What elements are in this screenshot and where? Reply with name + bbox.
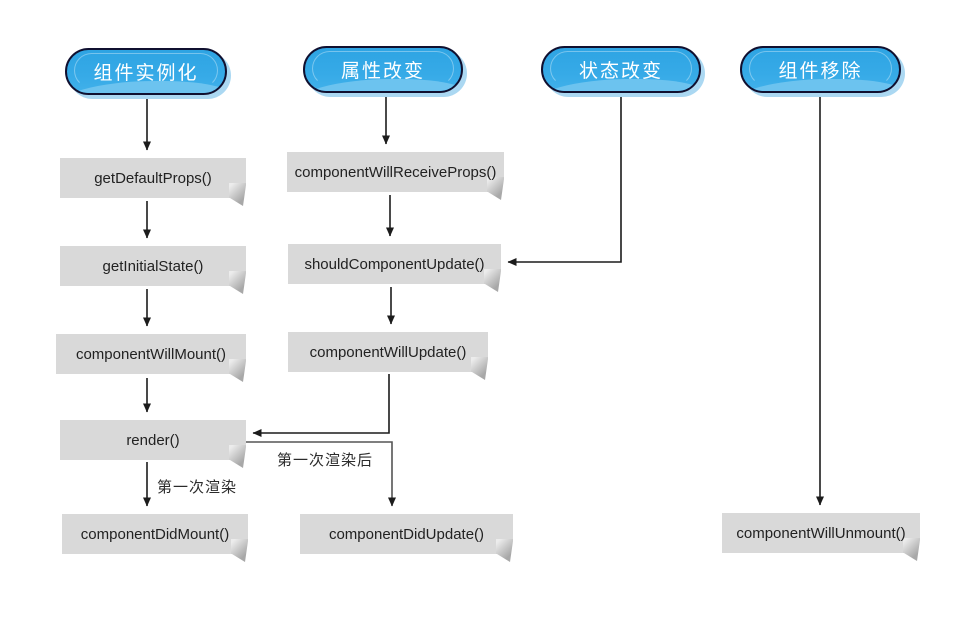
node-state-change-label: 状态改变 [578,61,663,82]
arrow-componentwillupdate-to-render [252,374,390,437]
node-component-did-mount: componentDidMount() [62,514,248,554]
node-get-initial-state: getInitialState() [60,246,246,286]
node-component-removal: 组件移除 [740,46,901,93]
node-component-will-unmount-label: componentWillUnmount() [736,524,906,542]
node-component-will-mount-label: componentWillMount() [75,345,227,363]
node-render: render() [60,420,246,460]
node-component-instantiation: 组件实例化 [65,48,227,95]
node-component-removal-label: 组件移除 [778,61,863,82]
node-component-will-unmount: componentWillUnmount() [722,513,920,553]
node-component-will-update-label: componentWillUpdate() [309,343,467,361]
node-should-component-update-label: shouldComponentUpdate() [304,255,485,273]
node-state-change: 状态改变 [541,46,701,93]
node-component-will-receive-props-label: componentWillReceiveProps() [294,163,497,181]
node-render-label: render() [126,431,180,449]
node-component-did-mount-label: componentDidMount() [80,525,230,543]
node-component-did-update-label: componentDidUpdate() [328,525,485,543]
node-component-instantiation-label: 组件实例化 [93,63,199,84]
arrow-statechange-to-shouldcomponentupdate [507,96,622,266]
node-component-did-update: componentDidUpdate() [300,514,513,554]
node-component-will-mount: componentWillMount() [56,334,246,374]
edge-label-first-render: 第一次渲染 [157,479,238,496]
node-props-change-label: 属性改变 [340,61,425,82]
node-get-default-props: getDefaultProps() [60,158,246,198]
node-get-initial-state-label: getInitialState() [102,257,204,275]
node-props-change: 属性改变 [303,46,463,93]
node-component-will-update: componentWillUpdate() [288,332,488,372]
node-get-default-props-label: getDefaultProps() [94,169,212,187]
node-should-component-update: shouldComponentUpdate() [288,244,501,284]
edge-label-after-first-render: 第一次渲染后 [277,452,374,469]
node-component-will-receive-props: componentWillReceiveProps() [287,152,504,192]
